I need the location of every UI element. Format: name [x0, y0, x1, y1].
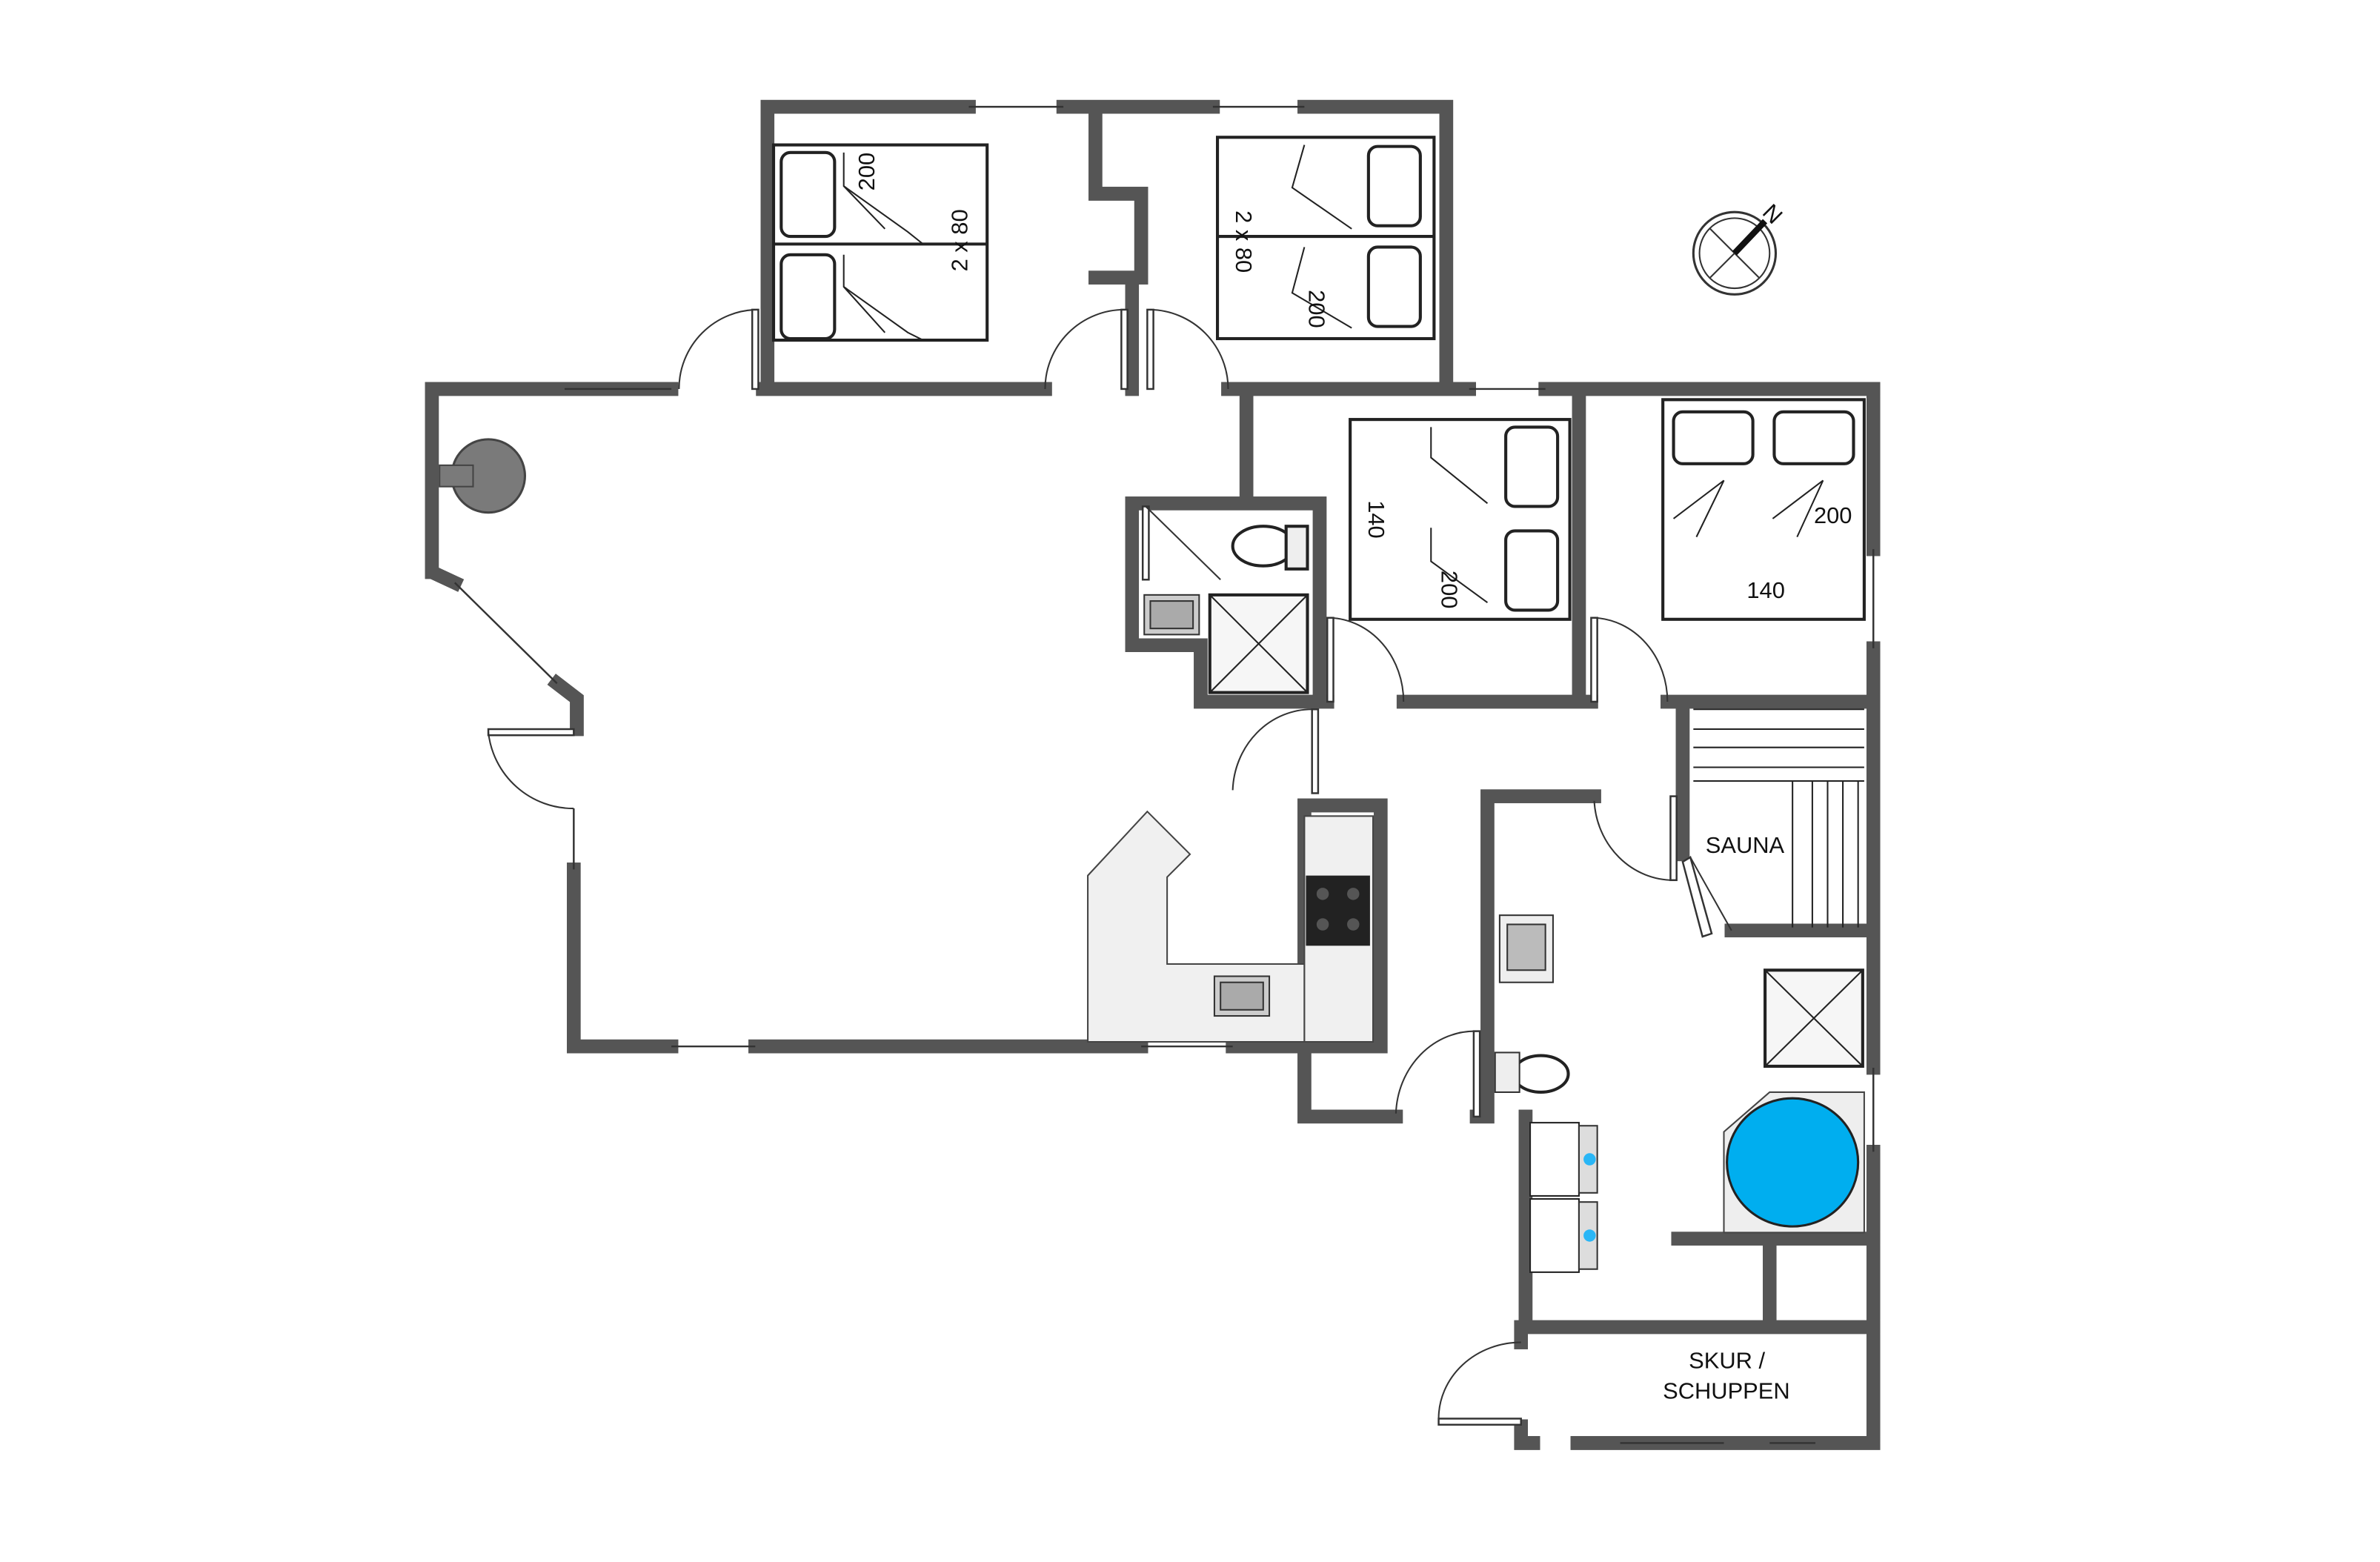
door[interactable]	[1044, 308, 1128, 390]
bathroom2-fixtures	[1494, 914, 1865, 1273]
bathroom-fixtures	[1143, 525, 1309, 694]
double-bed-middle	[1349, 418, 1572, 621]
shower	[1208, 593, 1309, 694]
doors	[487, 308, 1732, 1426]
dryer	[1529, 1198, 1598, 1273]
window	[453, 582, 558, 685]
door[interactable]	[1146, 308, 1229, 390]
door[interactable]	[678, 308, 759, 390]
door[interactable]	[1231, 708, 1320, 794]
sink	[1143, 594, 1200, 636]
door[interactable]	[1395, 1030, 1481, 1118]
shed-label-line2: SCHUPPEN	[1663, 1378, 1789, 1404]
kitchen-sink	[1213, 975, 1271, 1017]
shed-label-line1: SKUR /	[1689, 1348, 1765, 1374]
bedroom-mid-length-label: 200	[1437, 571, 1463, 609]
door[interactable]	[1326, 617, 1405, 703]
compass-icon: N	[1692, 199, 1788, 296]
door[interactable]	[1590, 617, 1669, 703]
shower	[1764, 968, 1864, 1069]
bedroom-right-length-label: 200	[1814, 502, 1852, 528]
bedroom-right-width-label: 140	[1746, 577, 1785, 603]
door[interactable]	[1437, 1341, 1522, 1426]
walls	[425, 99, 1881, 1450]
bunk-right-size-label: 2 x 80	[1231, 210, 1257, 273]
bedroom-mid-width-label: 140	[1363, 500, 1389, 539]
whirlpool-bathtub	[1723, 1091, 1865, 1234]
bunk-left-size-label: 2 x 80	[946, 209, 972, 271]
sauna-label: SAUNA	[1706, 832, 1785, 858]
bunk-bed-left	[771, 143, 989, 342]
stove-icon	[1306, 875, 1370, 946]
kitchen-counter	[1087, 810, 1306, 1043]
sink	[1498, 914, 1554, 983]
washing-machine	[1529, 1122, 1598, 1197]
windows	[453, 105, 1875, 1444]
door[interactable]	[1681, 856, 1732, 938]
sauna-benches	[1693, 708, 1864, 928]
bunk-bed-right	[1215, 136, 1436, 341]
fireplace	[439, 438, 526, 514]
bunk-left-length-label: 200	[854, 153, 880, 191]
bunk-right-length-label: 200	[1304, 290, 1330, 328]
door[interactable]	[487, 728, 575, 810]
toilet	[1231, 525, 1309, 571]
door[interactable]	[1593, 795, 1678, 882]
door[interactable]	[1141, 505, 1221, 581]
toilet	[1494, 1051, 1570, 1094]
double-bed-right	[1661, 398, 1866, 621]
kitchen	[1087, 810, 1375, 1043]
